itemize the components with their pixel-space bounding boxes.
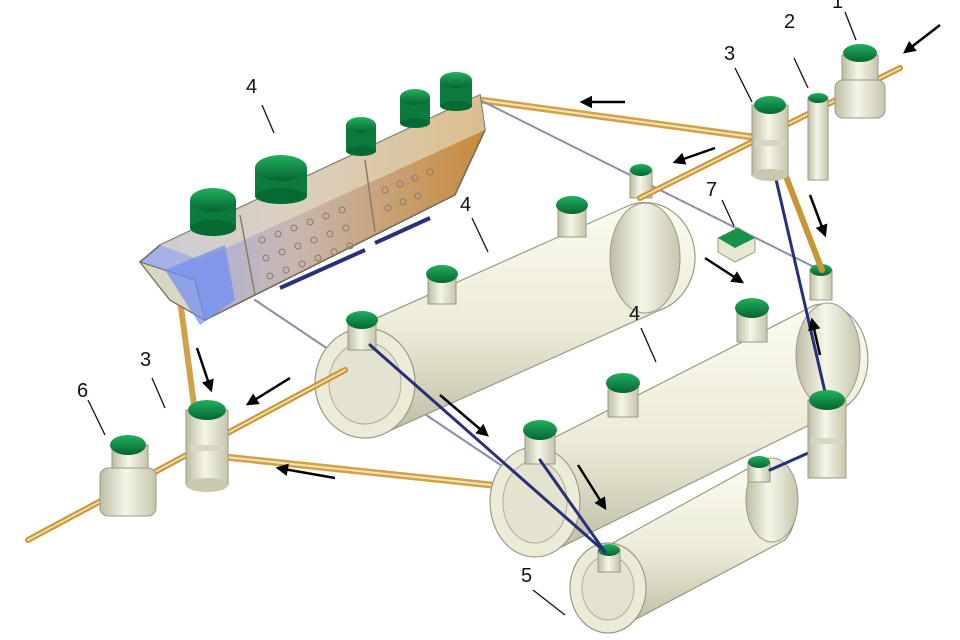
arrow-inlet [903, 24, 941, 54]
cylinder-tank-1 [314, 201, 696, 439]
distributor-3-left [185, 400, 229, 492]
leader-lines [87, 11, 857, 616]
cylinder-tank-2 [489, 302, 869, 558]
distributor-6-left [99, 435, 157, 517]
pipe-tank-to-left-distributor [177, 297, 199, 423]
label-1: 1 [832, 0, 843, 13]
label-3-right: 3 [724, 43, 735, 65]
label-4-cylinder-2: 4 [629, 303, 640, 325]
cylinder-risers [346, 164, 833, 573]
number-labels: 1 2 3 4 4 4 7 3 6 5 [77, 0, 843, 587]
device-7-box [717, 227, 756, 263]
arrow-device-7 [704, 256, 745, 284]
label-4-settling: 4 [246, 76, 257, 98]
arrow-down-left [195, 347, 214, 393]
arrow-up-right [808, 317, 822, 356]
label-4-cylinder-1: 4 [460, 194, 471, 216]
label-3-left: 3 [140, 349, 151, 371]
settling-tank [138, 72, 486, 325]
label-6: 6 [77, 380, 88, 402]
arrow-lower-diagonal [576, 464, 607, 511]
arrow-down-right [808, 194, 828, 238]
arrow-mid-diagonal [439, 394, 489, 437]
connecting-pipes [177, 96, 821, 492]
flow-arrows [195, 24, 941, 511]
arrow-bottom-pipe [275, 463, 336, 480]
arrow-distributor-left [672, 146, 716, 165]
cylinder-tank-5 [569, 457, 799, 634]
arrow-left-pipe [245, 376, 291, 406]
settling-tank-caps [190, 72, 472, 236]
distributor-1-right [834, 44, 886, 119]
label-7: 7 [706, 179, 717, 201]
pipe-2-riser [807, 93, 829, 181]
label-2: 2 [784, 11, 795, 33]
label-5: 5 [521, 565, 532, 587]
distributor-3-right [751, 96, 789, 181]
distributor-right-lower [807, 390, 847, 479]
